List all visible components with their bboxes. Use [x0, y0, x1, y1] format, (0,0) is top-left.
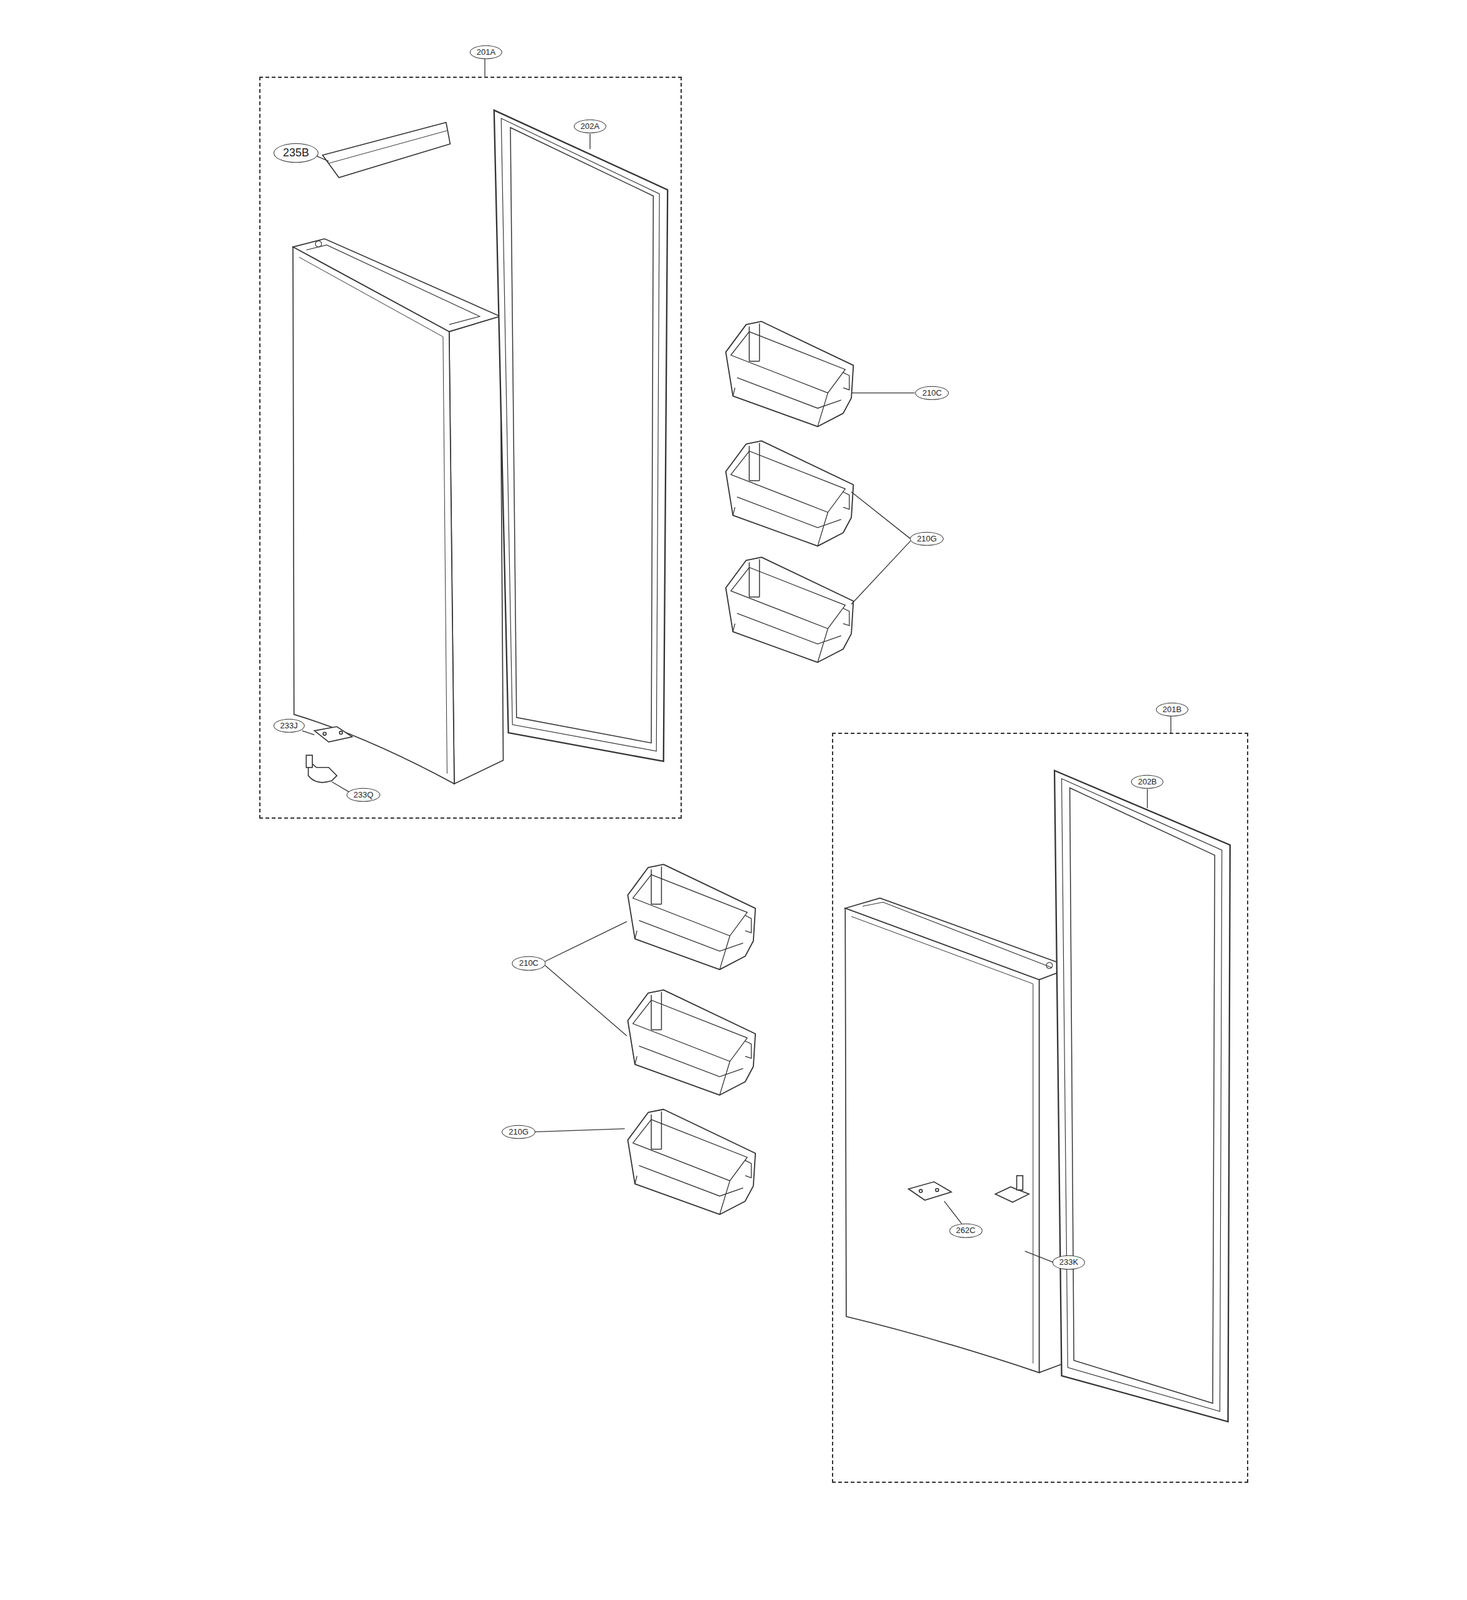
drawing-stroke [1070, 788, 1216, 1405]
hinge-a [305, 726, 353, 783]
callout-number: 235B [273, 143, 319, 164]
drawing-stroke [851, 392, 915, 394]
trim-cap [322, 122, 451, 178]
drawing-stroke [845, 908, 1039, 1373]
drawing-stroke [1061, 778, 1223, 1413]
drawing-stroke [627, 990, 756, 1096]
assembly-number: 201A [469, 45, 503, 60]
drawing-stroke [1146, 788, 1148, 809]
drawing-stroke [726, 321, 854, 427]
drawing-stroke [919, 1189, 923, 1193]
drawing-stroke [292, 246, 455, 784]
drawing-stroke [449, 316, 504, 784]
drawing-stroke [627, 1109, 756, 1216]
drawing-stroke [322, 732, 326, 736]
drawing-stroke [935, 1188, 939, 1192]
drawing-stroke [510, 127, 654, 744]
callout-number: 210G [909, 532, 944, 546]
drawing-stroke [726, 441, 854, 547]
drawing-stroke [1054, 770, 1231, 1423]
callout-number: 210C [512, 956, 546, 971]
gasket-b [1054, 770, 1231, 1423]
drawing-stroke [908, 1182, 952, 1201]
drawing-stroke [627, 864, 756, 970]
drawing-stroke [1046, 962, 1053, 970]
hinge-b [908, 1175, 1029, 1203]
drawing-stroke [339, 731, 343, 735]
assembly-group: 201A [259, 76, 682, 819]
drawing-stroke [995, 1187, 1029, 1203]
drawing-stroke [494, 110, 668, 762]
drawing-stroke [302, 731, 315, 736]
drawing-stroke [315, 241, 322, 248]
drawing-stroke [1025, 1251, 1054, 1263]
callout-number: 233Q [346, 788, 381, 803]
assembly-number: 201B [1156, 702, 1189, 717]
drawing-stroke [314, 726, 353, 743]
callout-number: 210C [915, 385, 949, 400]
drawing-stroke [305, 755, 313, 768]
drawing-stroke [1170, 715, 1171, 733]
drawing-stroke [944, 1201, 962, 1224]
drawing-stroke [299, 257, 448, 775]
drawing-stroke [851, 916, 1034, 1364]
drawing-stroke [851, 492, 911, 605]
assembly-group: 201B [831, 732, 1249, 1484]
drawing-stroke [331, 782, 349, 793]
drawing-stroke [589, 133, 591, 150]
drawing-stroke [1016, 1175, 1023, 1191]
gasket-a [494, 110, 668, 762]
callout-number: 210G [501, 1124, 536, 1139]
illustration [292, 57, 1231, 1422]
door-a [292, 238, 503, 784]
callout-number: 202B [1131, 775, 1164, 789]
leader-lines [302, 57, 1171, 1263]
drawing-stroke [484, 57, 485, 77]
drawing-stroke [534, 1129, 625, 1133]
callout-number: 202A [573, 119, 607, 134]
drawing-stroke [726, 557, 854, 663]
drawing-stroke [328, 130, 447, 164]
drawing-stroke [545, 921, 627, 1036]
drawing-stroke [501, 118, 660, 752]
callout-number: 233J [272, 718, 305, 733]
door-b [845, 898, 1072, 1373]
